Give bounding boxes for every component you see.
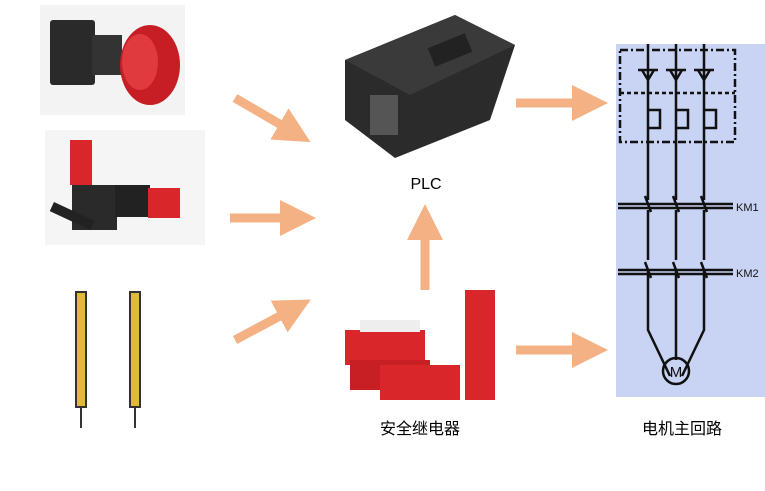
km2-label: KM2 [736,268,759,280]
plc-label: PLC [410,176,442,193]
arrow-estop-to-plc [232,94,311,143]
safety-interlock-switch-image [45,130,205,245]
light-curtain-image [75,291,141,428]
arrow-curtain-to-relay [232,299,311,344]
motor-circuit-image: KM1 KM2 M [616,44,765,397]
safety-relay-label: 安全继电器 [379,421,460,438]
arrows [230,85,608,368]
km1-label: KM1 [736,202,759,214]
motor-symbol: M [670,364,683,381]
emergency-stop-image [40,5,185,115]
plc-image [345,15,515,158]
motor-circuit-label: 电机主回路 [641,421,722,438]
safety-relay-image [345,290,495,400]
